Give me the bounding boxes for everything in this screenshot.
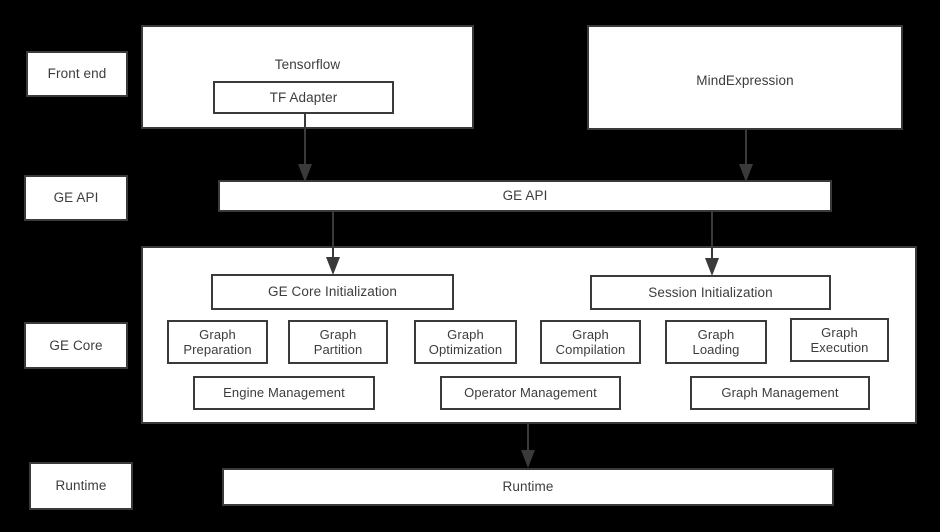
module-graph-compilation-line2: Compilation bbox=[555, 342, 626, 357]
module-graph-compilation-line1: Graph bbox=[572, 326, 609, 342]
arrow-ge-core-to-runtime bbox=[515, 424, 541, 470]
management-engine-label: Engine Management bbox=[223, 385, 345, 401]
module-graph-execution: Graph Execution bbox=[790, 318, 889, 362]
runtime-bar-label: Runtime bbox=[502, 479, 554, 495]
module-graph-preparation-line2: Preparation bbox=[183, 342, 252, 357]
module-graph-loading-line1: Graph bbox=[697, 326, 735, 342]
management-operator-label: Operator Management bbox=[464, 385, 597, 401]
layer-label-ge-api: GE API bbox=[24, 175, 128, 221]
arrow-ge-api-to-session-initialization bbox=[699, 211, 725, 278]
tf-adapter-label: TF Adapter bbox=[269, 89, 338, 105]
management-operator: Operator Management bbox=[440, 376, 621, 410]
module-graph-partition: Graph Partition bbox=[288, 320, 388, 364]
mindexpression-container: MindExpression bbox=[587, 25, 903, 130]
layer-label-runtime: Runtime bbox=[29, 462, 133, 510]
ge-core-initialization-label: GE Core Initialization bbox=[267, 284, 397, 300]
ge-core-initialization-box: GE Core Initialization bbox=[211, 274, 454, 310]
module-graph-optimization-line1: Graph bbox=[447, 326, 484, 342]
module-graph-execution-line1: Graph bbox=[821, 324, 858, 340]
layer-label-ge-core-text: GE Core bbox=[49, 337, 103, 353]
session-initialization-label: Session Initialization bbox=[648, 284, 773, 300]
management-graph: Graph Management bbox=[690, 376, 870, 410]
tf-adapter-box: TF Adapter bbox=[213, 81, 394, 114]
module-graph-optimization: Graph Optimization bbox=[414, 320, 517, 364]
layer-label-ge-api-text: GE API bbox=[53, 190, 99, 206]
module-graph-optimization-line2: Optimization bbox=[428, 342, 503, 357]
session-initialization-box: Session Initialization bbox=[590, 275, 831, 310]
management-engine: Engine Management bbox=[193, 376, 375, 410]
module-graph-partition-line1: Graph bbox=[319, 326, 357, 342]
module-graph-loading: Graph Loading bbox=[665, 320, 767, 364]
module-graph-partition-line2: Partition bbox=[313, 342, 363, 357]
layer-label-runtime-text: Runtime bbox=[55, 478, 107, 494]
layer-label-ge-core: GE Core bbox=[24, 322, 128, 369]
module-graph-preparation-line1: Graph bbox=[199, 326, 236, 342]
mindexpression-title: MindExpression bbox=[696, 73, 794, 88]
layer-label-front-end-text: Front end bbox=[47, 66, 107, 82]
module-graph-loading-line2: Loading bbox=[692, 342, 740, 357]
tensorflow-title: Tensorflow bbox=[274, 57, 341, 72]
runtime-bar: Runtime bbox=[222, 468, 834, 506]
management-graph-label: Graph Management bbox=[721, 385, 839, 401]
arrow-mindexpression-to-ge-api bbox=[733, 129, 759, 184]
ge-api-bar: GE API bbox=[218, 180, 832, 212]
arrow-ge-api-to-ge-core-initialization bbox=[320, 211, 346, 277]
module-graph-execution-line2: Execution bbox=[810, 340, 869, 355]
module-graph-preparation: Graph Preparation bbox=[167, 320, 268, 364]
ge-api-bar-label: GE API bbox=[502, 188, 548, 204]
arrow-tf-adapter-to-ge-api bbox=[292, 112, 318, 184]
layer-label-front-end: Front end bbox=[26, 51, 128, 97]
module-graph-compilation: Graph Compilation bbox=[540, 320, 641, 364]
